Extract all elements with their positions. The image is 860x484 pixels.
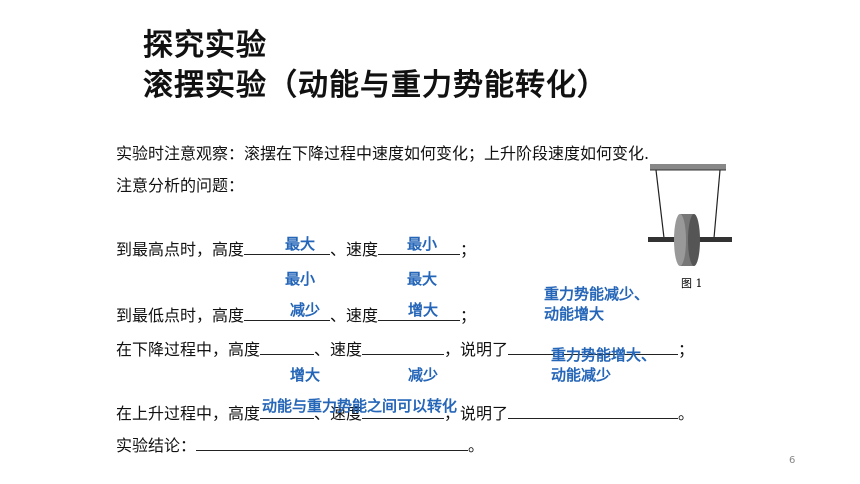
- sep-speed: 、速度: [314, 404, 363, 423]
- semicolon: ；: [460, 306, 477, 325]
- conclusion-end: 。: [468, 436, 485, 455]
- string-right: [713, 169, 721, 239]
- descend-line: 在下降过程中，高度 、速度 ，说明了 ；: [116, 336, 694, 360]
- answer-lowest-speed: 增大: [408, 301, 439, 319]
- questions-label: 注意分析的问题：: [116, 176, 245, 195]
- answer-highest-speed: 最小: [407, 235, 438, 253]
- blank-conclusion[interactable]: [196, 435, 469, 451]
- semicolon: ；: [460, 240, 477, 259]
- blank-ascend-explain[interactable]: [508, 403, 679, 419]
- end-period: 。: [678, 404, 695, 423]
- conclusion-line: 实验结论： 。: [116, 432, 484, 456]
- figure-caption: 图 1: [681, 277, 703, 290]
- blank-lowest-height[interactable]: [244, 305, 331, 321]
- blank-ascend-height[interactable]: [260, 403, 315, 419]
- ascend-line: 在上升过程中，高度 、速度 ，说明了 。: [116, 400, 694, 424]
- observe-text: 实验时注意观察：滚摆在下降过程中速度如何变化；上升阶段速度如何变化.: [116, 144, 650, 163]
- highest-line: 到最高点时，高度 、速度 ；: [116, 236, 476, 260]
- blank-descend-height[interactable]: [260, 339, 315, 355]
- answer-lowest-height: 减少: [290, 301, 321, 319]
- descend-prefix: 在下降过程中，高度: [116, 340, 261, 359]
- lowest-line: 到最低点时，高度 、速度 ；: [116, 302, 476, 326]
- answer-ascend-explain: 重力势能增大、 动能减少: [551, 346, 657, 384]
- lowest-prefix: 到最低点时，高度: [116, 306, 245, 325]
- blank-highest-speed[interactable]: [378, 239, 461, 255]
- support-bar: [650, 164, 726, 170]
- answer-lowest-height-above: 最小: [285, 270, 316, 288]
- blank-highest-height[interactable]: [244, 239, 331, 255]
- end-semicolon: ；: [678, 340, 695, 359]
- blank-lowest-speed[interactable]: [378, 305, 461, 321]
- page-subtitle: 滚摆实验（动能与重力势能转化）: [143, 68, 608, 103]
- answer-ascend-height: 增大: [290, 366, 321, 384]
- blank-descend-speed[interactable]: [362, 339, 445, 355]
- wheel-face: [674, 214, 686, 266]
- string-left: [655, 169, 665, 239]
- conclusion-label: 实验结论：: [116, 436, 197, 455]
- sep-speed: 、速度: [330, 306, 379, 325]
- answer-lowest-speed-above: 最大: [407, 270, 438, 288]
- explain: ，说明了: [444, 404, 509, 423]
- answer-descend-explain: 重力势能减少、 动能增大: [544, 285, 650, 323]
- answer-highest-height: 最大: [285, 235, 316, 253]
- blank-descend-explain[interactable]: [508, 339, 679, 355]
- maxwell-wheel-figure: 图 1: [648, 164, 732, 290]
- blank-ascend-speed[interactable]: [362, 403, 445, 419]
- page-number: 6: [789, 455, 796, 466]
- explain: ，说明了: [444, 340, 509, 359]
- sep-speed: 、速度: [330, 240, 379, 259]
- highest-prefix: 到最高点时，高度: [116, 240, 245, 259]
- page-title: 探究实验: [143, 28, 267, 63]
- ascend-prefix: 在上升过程中，高度: [116, 404, 261, 423]
- answer-ascend-speed: 减少: [408, 366, 439, 384]
- answer-conclusion: 动能与重力势能之间可以转化: [262, 397, 458, 415]
- sep-speed: 、速度: [314, 340, 363, 359]
